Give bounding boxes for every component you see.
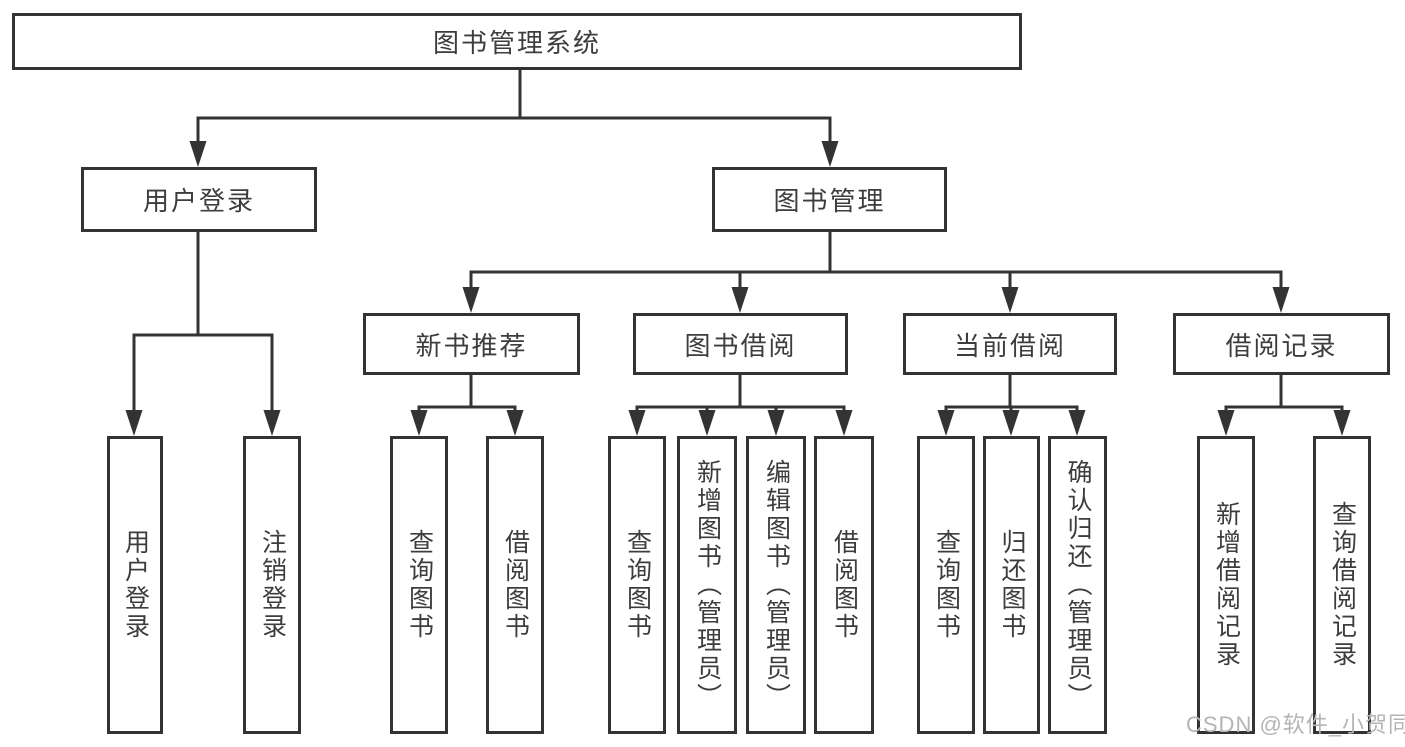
leaf-br-query-record: 查询借阅记录 — [1313, 436, 1371, 734]
node-current-borrowing: 当前借阅 — [903, 313, 1117, 375]
leaf-bb-add-books-label: 新增图书（管理员） — [693, 459, 722, 711]
connector-user-login-fork — [132, 230, 274, 414]
arrow-down-icon — [1217, 410, 1235, 436]
node-current-borrowing-label: 当前借阅 — [953, 330, 1066, 361]
leaf-user-login-label: 用户登录 — [121, 529, 150, 641]
leaf-bb-borrow-books: 借阅图书 — [814, 436, 874, 734]
leaf-br-query-record-label: 查询借阅记录 — [1328, 501, 1357, 669]
leaf-bb-borrow-books-label: 借阅图书 — [830, 529, 859, 641]
node-book-management: 图书管理 — [712, 167, 947, 232]
leaf-cb-return-books: 归还图书 — [983, 436, 1040, 734]
arrow-down-icon — [1002, 410, 1020, 436]
leaf-bb-query-books: 查询图书 — [608, 436, 666, 734]
arrow-down-icon — [767, 410, 785, 436]
connector-current-borrowing-fork — [944, 373, 1079, 414]
arrow-down-icon — [410, 410, 428, 436]
arrow-down-icon — [1068, 410, 1086, 436]
connector-root-fork — [196, 68, 832, 146]
node-borrowing-records: 借阅记录 — [1173, 313, 1390, 375]
arrow-down-icon — [1001, 287, 1019, 313]
arrow-down-icon — [1272, 287, 1290, 313]
leaf-nb-query-books-label: 查询图书 — [405, 529, 434, 641]
connector-book-borrowing-fork — [635, 373, 846, 414]
leaf-cb-return-books-label: 归还图书 — [998, 529, 1026, 641]
leaf-nb-query-books: 查询图书 — [390, 436, 448, 734]
connector-book-management-fork — [469, 230, 1283, 292]
node-borrowing-records-label: 借阅记录 — [1225, 330, 1338, 361]
connector-borrowing-records-fork — [1224, 373, 1344, 414]
node-new-book-recommendation: 新书推荐 — [363, 313, 580, 375]
node-book-borrowing: 图书借阅 — [633, 313, 848, 375]
leaf-br-add-record: 新增借阅记录 — [1197, 436, 1255, 734]
arrow-down-icon — [462, 287, 480, 313]
leaf-nb-borrow-books-label: 借阅图书 — [501, 529, 530, 641]
node-user-login-label: 用户登录 — [142, 186, 255, 216]
leaf-logout: 注销登录 — [243, 436, 301, 734]
leaf-br-add-record-label: 新增借阅记录 — [1212, 501, 1241, 669]
leaf-cb-confirm-return: 确认归还（管理员） — [1048, 436, 1107, 734]
arrow-down-icon — [835, 410, 853, 436]
arrow-down-icon — [1333, 410, 1351, 436]
leaf-bb-add-books: 新增图书（管理员） — [677, 436, 737, 734]
leaf-cb-confirm-return-label: 确认归还（管理员） — [1064, 459, 1092, 711]
node-root-label: 图书管理系统 — [432, 28, 601, 58]
node-new-book-recommendation-label: 新书推荐 — [415, 330, 528, 361]
node-user-login: 用户登录 — [81, 167, 317, 232]
node-book-management-label: 图书管理 — [773, 186, 886, 216]
leaf-nb-borrow-books: 借阅图书 — [486, 436, 544, 734]
leaf-user-login: 用户登录 — [107, 436, 163, 734]
leaf-cb-query-books-label: 查询图书 — [932, 529, 961, 641]
leaf-logout-label: 注销登录 — [258, 529, 287, 641]
connector-lines — [132, 68, 1344, 414]
arrow-down-icon — [125, 410, 143, 436]
leaf-bb-query-books-label: 查询图书 — [623, 529, 652, 641]
arrowheads — [125, 141, 1351, 436]
arrow-down-icon — [263, 410, 281, 436]
leaf-cb-query-books: 查询图书 — [917, 436, 975, 734]
connector-new-book-fork — [417, 373, 517, 414]
arrow-down-icon — [698, 410, 716, 436]
arrow-down-icon — [937, 410, 955, 436]
arrow-down-icon — [731, 287, 749, 313]
leaf-bb-edit-books-label: 编辑图书（管理员） — [762, 459, 791, 711]
csdn-watermark: CSDN @软件_小贺同学 — [1186, 712, 1405, 737]
node-root: 图书管理系统 — [12, 13, 1022, 70]
arrow-down-icon — [506, 410, 524, 436]
leaf-bb-edit-books: 编辑图书（管理员） — [746, 436, 806, 734]
arrow-down-icon — [628, 410, 646, 436]
arrow-down-icon — [189, 141, 207, 167]
arrow-down-icon — [821, 141, 839, 167]
node-book-borrowing-label: 图书借阅 — [684, 330, 797, 361]
